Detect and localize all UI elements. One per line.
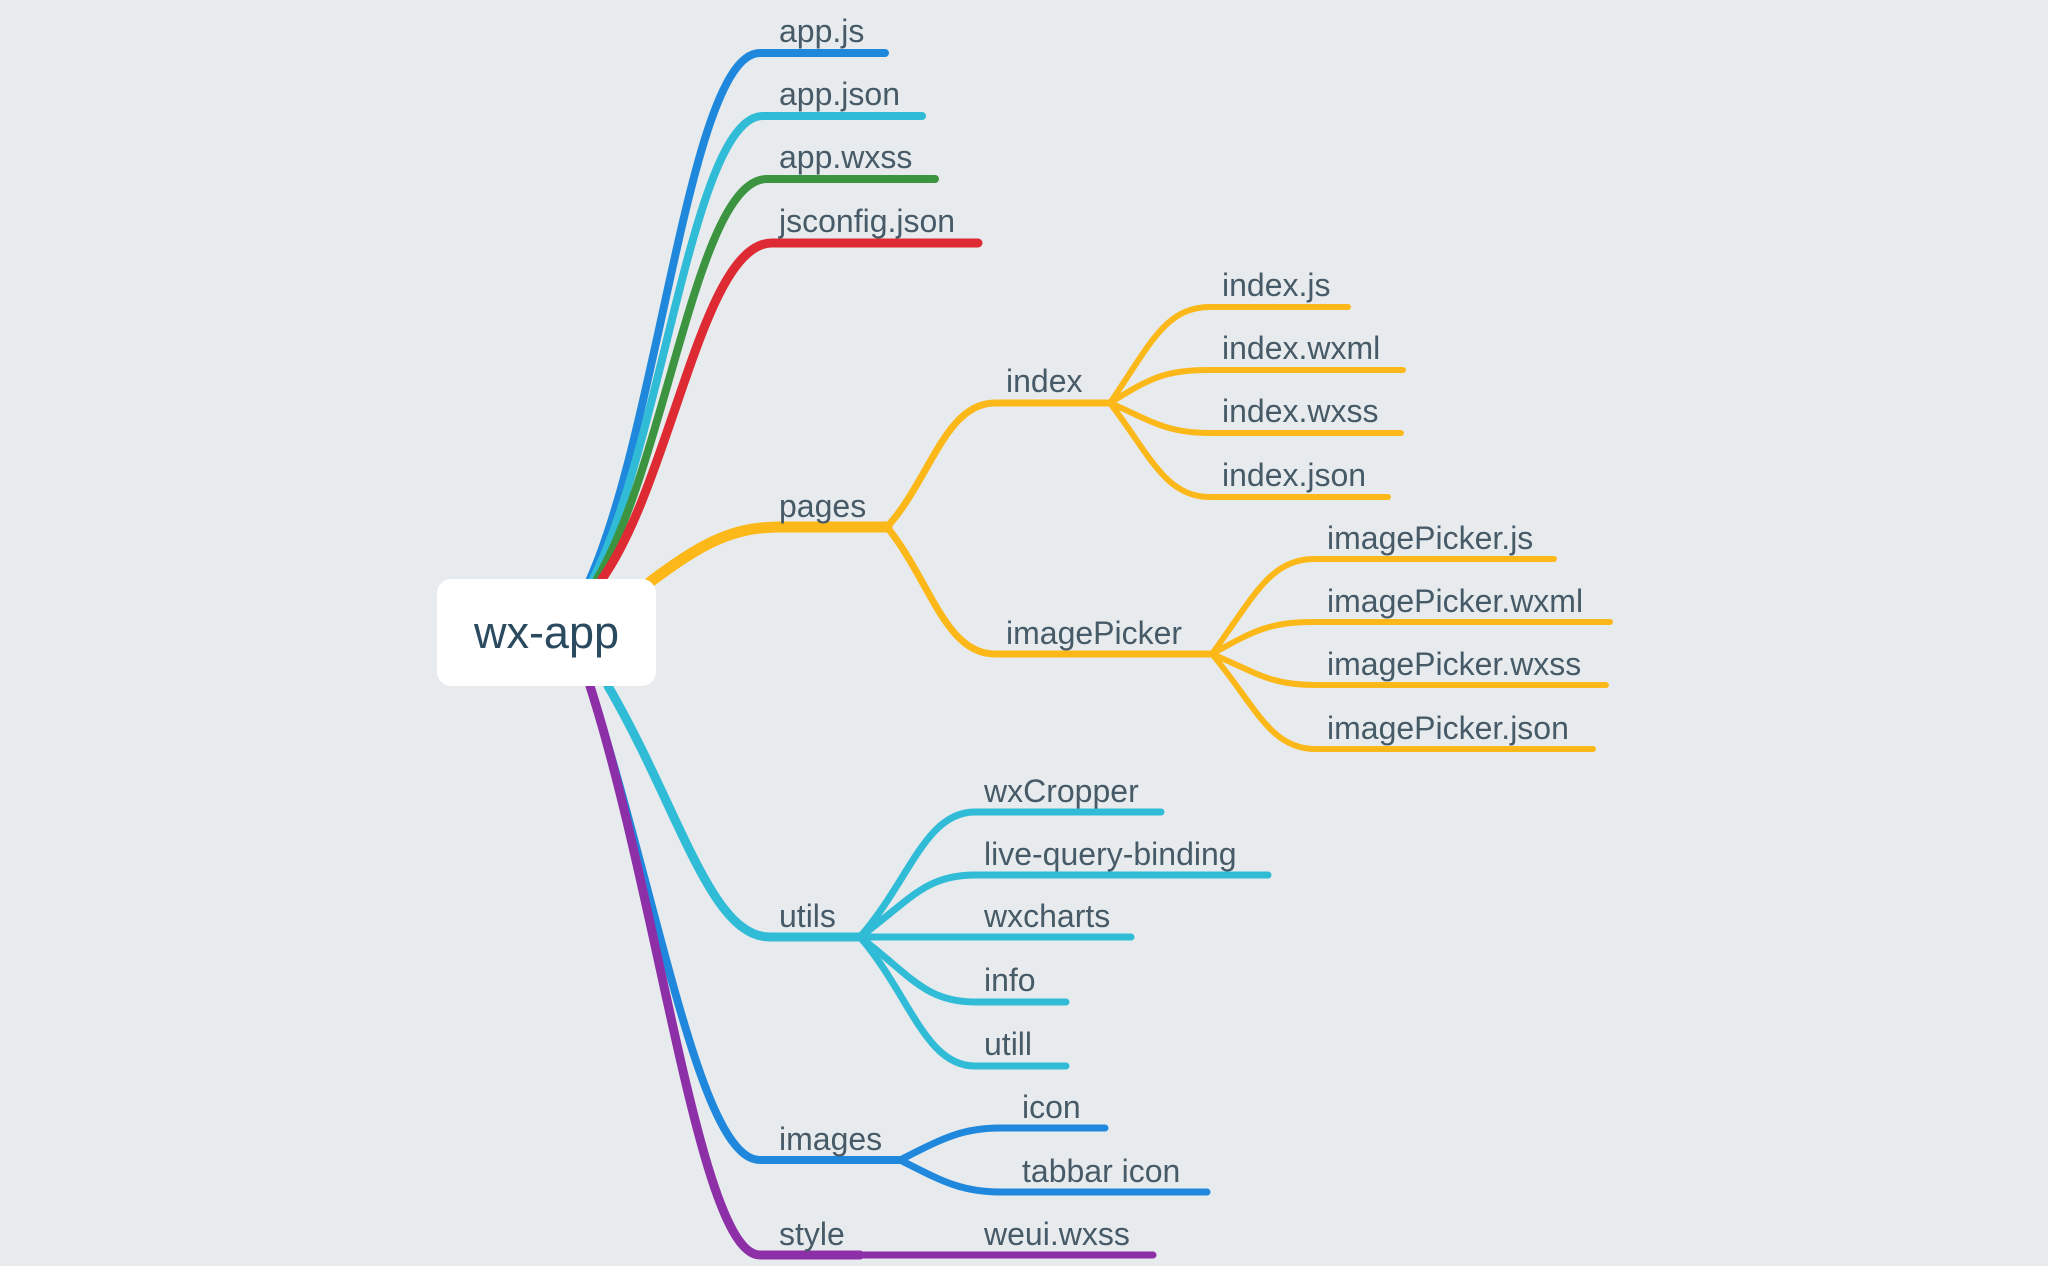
edge-utils-live-query-binding [856, 871, 1272, 941]
edge-index-index-json [1107, 400, 1391, 500]
node-icon[interactable]: icon [1022, 1089, 1081, 1125]
node-utill[interactable]: utill [984, 1026, 1033, 1062]
node-app-wxss[interactable]: app.wxss [779, 139, 913, 175]
node-weui-wxss[interactable]: weui.wxss [984, 1216, 1130, 1252]
root-node-label: wx-app [473, 606, 620, 658]
node-app-js[interactable]: app.js [779, 13, 865, 49]
edge-imagepicker-wxml [1209, 619, 1613, 657]
node-imagepicker-wxss[interactable]: imagePicker.wxss [1327, 646, 1582, 682]
node-images[interactable]: images [779, 1121, 883, 1157]
edge-root-pages [644, 521, 893, 588]
edge-root-utils [603, 681, 865, 942]
node-app-json[interactable]: app.json [779, 76, 900, 112]
node-jsconfig-json[interactable]: jsconfig.json [779, 203, 956, 239]
node-index-js[interactable]: index.js [1222, 267, 1331, 303]
edge-utils-info [856, 933, 1070, 1006]
node-index-wxml[interactable]: index.wxml [1222, 330, 1381, 366]
edge-pages-index [883, 399, 1114, 531]
edge-images-tabbar-icon [896, 1156, 1211, 1196]
node-pages[interactable]: pages [779, 488, 867, 524]
edge-imagepicker-json [1209, 651, 1596, 752]
node-info[interactable]: info [984, 962, 1036, 998]
node-wxcropper[interactable]: wxCropper [984, 773, 1139, 809]
edge-images-icon [896, 1124, 1109, 1164]
node-utils[interactable]: utils [779, 898, 836, 934]
node-wxcharts[interactable]: wxcharts [984, 898, 1111, 934]
node-style[interactable]: style [779, 1216, 845, 1252]
node-index-json[interactable]: index.json [1222, 457, 1367, 493]
edge-pages-imagepicker [883, 523, 1216, 658]
node-imagepicker-wxml[interactable]: imagePicker.wxml [1327, 583, 1584, 619]
edge-root-jsconfig-json [597, 238, 983, 584]
edge-root-app-js [586, 49, 889, 583]
edge-root-app-wxss [593, 175, 939, 583]
node-imagepicker-json[interactable]: imagePicker.json [1327, 710, 1569, 746]
node-imagepicker-js[interactable]: imagePicker.js [1327, 520, 1534, 556]
edge-root-app-json [589, 112, 926, 583]
node-imagepicker[interactable]: imagePicker [1006, 615, 1183, 651]
edge-root-style [585, 681, 865, 1260]
edge-imagepicker-js [1209, 556, 1557, 657]
edge-index-index-js [1107, 304, 1351, 406]
edge-utils-wxcropper [856, 808, 1165, 941]
edge-root-images [586, 682, 904, 1164]
node-live-query-binding[interactable]: live-query-binding [984, 836, 1237, 872]
edge-imagepicker-wxss [1209, 651, 1609, 688]
node-tabbar-icon[interactable]: tabbar icon [1022, 1153, 1181, 1189]
node-index-wxss[interactable]: index.wxss [1222, 393, 1379, 429]
edge-index-index-wxml [1107, 367, 1406, 406]
edge-utils-utill [856, 933, 1070, 1070]
edge-index-index-wxss [1107, 400, 1404, 436]
root-node[interactable]: wx-app [437, 579, 656, 686]
node-index[interactable]: index [1006, 363, 1083, 399]
